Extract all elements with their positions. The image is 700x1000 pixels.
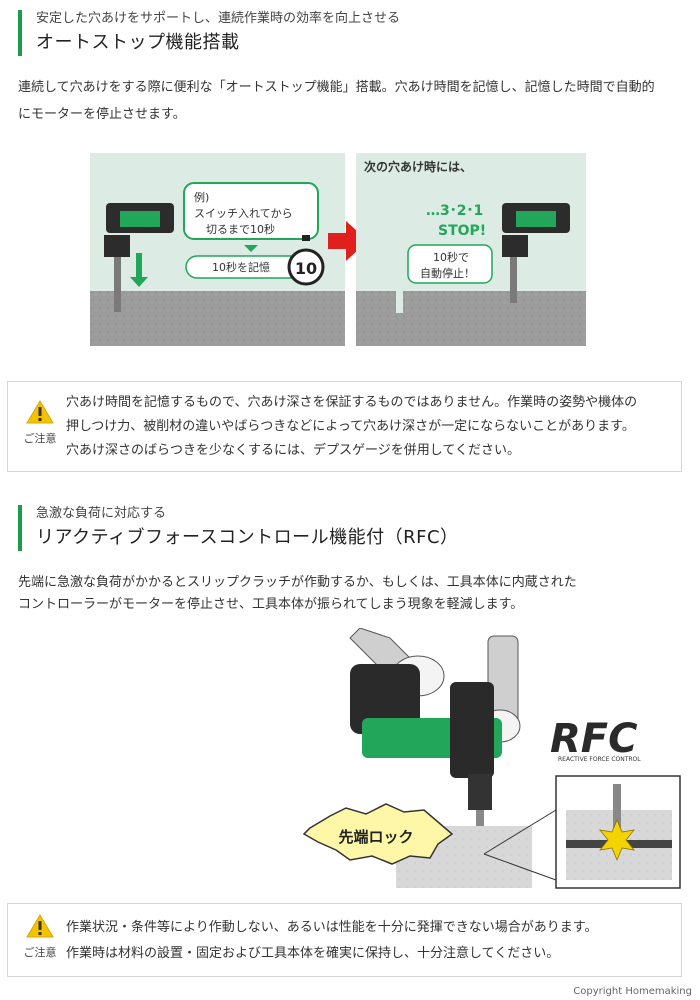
description-line: 連続して穴あけをする際に便利な「オートストップ機能」搭載。穴あけ時間を記憶し、記…	[18, 80, 655, 95]
burst-shape	[302, 803, 454, 865]
stopwatch-icon	[287, 235, 325, 286]
bubble-text: 切るまで10秒	[206, 222, 275, 236]
description-line: コントローラーがモーターを停止させ、工具本体が振られてしまう現象を軽減します。	[18, 597, 524, 612]
warning-icon	[26, 400, 54, 424]
notice-icon-group: ご注意	[16, 400, 64, 446]
notice-line: 穴あけ深さのばらつきを少なくするには、デプスゲージを併用してください。	[66, 443, 520, 458]
zoom-line	[483, 809, 557, 855]
auto-stop-box	[407, 244, 493, 284]
section-rfc-description: 先端に急激な負荷がかかるとスリップクラッチが作動するか、もしくは、工具本体に内蔵…	[18, 572, 688, 616]
concrete-block	[90, 291, 345, 346]
notice-text: 穴あけ時間を記憶するもので、穴あけ深さを保証するものではありません。作業時の姿勢…	[66, 391, 673, 463]
next-drill-label: 次の穴あけ時には、	[364, 159, 472, 174]
autostop-diagram: 例) スイッチ入れてから 切るまで10秒 10秒を記憶 10 次の穴あけ時には、…	[90, 153, 586, 346]
drill-illustration	[104, 203, 174, 312]
notice-icon-group: ご注意	[16, 914, 64, 960]
bubble-text: 例)	[194, 190, 209, 204]
section-autostop-subtitle: 安定した穴あけをサポートし、連続作業時の効率を向上させる	[36, 11, 401, 26]
red-arrow-icon	[328, 221, 368, 261]
auto-stop-text: 10秒で	[433, 250, 469, 264]
notice-box-rfc: ご注意 作業状況・条件等により作動しない、あるいは性能を十分に発揮できない場合が…	[7, 903, 682, 977]
bubble-text: スイッチ入れてから	[194, 207, 293, 220]
burst-label: 先端ロック	[338, 828, 413, 846]
drill-bit	[613, 784, 621, 848]
rfc-logo-subtitle: REACTIVE FORCE CONTROL	[558, 756, 641, 763]
timer-number: 10	[295, 259, 317, 278]
hammer-drill-illustration	[350, 664, 502, 860]
drilled-hole	[396, 291, 403, 313]
notice-text: 作業状況・条件等により作動しない、あるいは性能を十分に発揮できない場合があります…	[66, 915, 673, 967]
section-rfc-title: リアクティブフォースコントロール機能付（RFC）	[36, 527, 459, 548]
section-rfc-subtitle: 急激な負荷に対応する	[36, 506, 167, 521]
concrete-block	[356, 291, 586, 346]
section-autostop-description: 連続して穴あけをする際に便利な「オートストップ機能」搭載。穴あけ時間を記憶し、記…	[18, 74, 688, 128]
impact-spark-icon	[599, 818, 635, 862]
stop-text: STOP!	[438, 223, 486, 239]
section-autostop-title: オートストップ機能搭載	[36, 32, 240, 53]
description-line: にモーターを停止させます。	[18, 107, 186, 122]
auto-stop-text: 自動停止！	[420, 266, 475, 280]
description-line: 先端に急激な負荷がかかるとスリップクラッチが作動するか、もしくは、工具本体に内蔵…	[18, 575, 577, 590]
section-rfc-heading: 急激な負荷に対応する リアクティブフォースコントロール機能付（RFC）	[18, 505, 459, 551]
notice-line: 押しつけ力、被削材の違いやばらつきなどによって穴あけ深さが一定にならないことがあ…	[66, 419, 635, 434]
memory-label: 10秒を記憶	[212, 260, 270, 274]
notice-label: ご注意	[23, 432, 57, 445]
rfc-illustration: 先端ロック RFC REACTIVE FORCE CONTROL	[302, 628, 681, 889]
notice-box-autostop: ご注意 穴あけ時間を記憶するもので、穴あけ深さを保証するものではありません。作業…	[7, 381, 682, 472]
triangle-down-icon	[244, 245, 258, 252]
notice-label: ご注意	[23, 946, 57, 959]
zoom-line	[483, 853, 557, 881]
down-arrow-icon	[130, 253, 148, 287]
section-autostop-heading: 安定した穴あけをサポートし、連続作業時の効率を向上させる オートストップ機能搭載	[18, 10, 400, 56]
notice-line: 作業状況・条件等により作動しない、あるいは性能を十分に発揮できない場合があります…	[66, 920, 598, 935]
example-bubble	[183, 182, 319, 240]
notice-line: 作業時は材料の設置・固定および工具本体を確実に保持し、十分注意してください。	[66, 946, 560, 961]
copyright-text: Copyright Homemaking	[573, 986, 692, 997]
rfc-logo: RFC	[550, 716, 637, 762]
notice-line: 穴あけ時間を記憶するもので、穴あけ深さを保証するものではありません。作業時の姿勢…	[66, 395, 638, 410]
warning-icon	[26, 914, 54, 938]
countdown-text: …3･2･1	[426, 203, 483, 219]
drill-illustration	[502, 203, 570, 303]
